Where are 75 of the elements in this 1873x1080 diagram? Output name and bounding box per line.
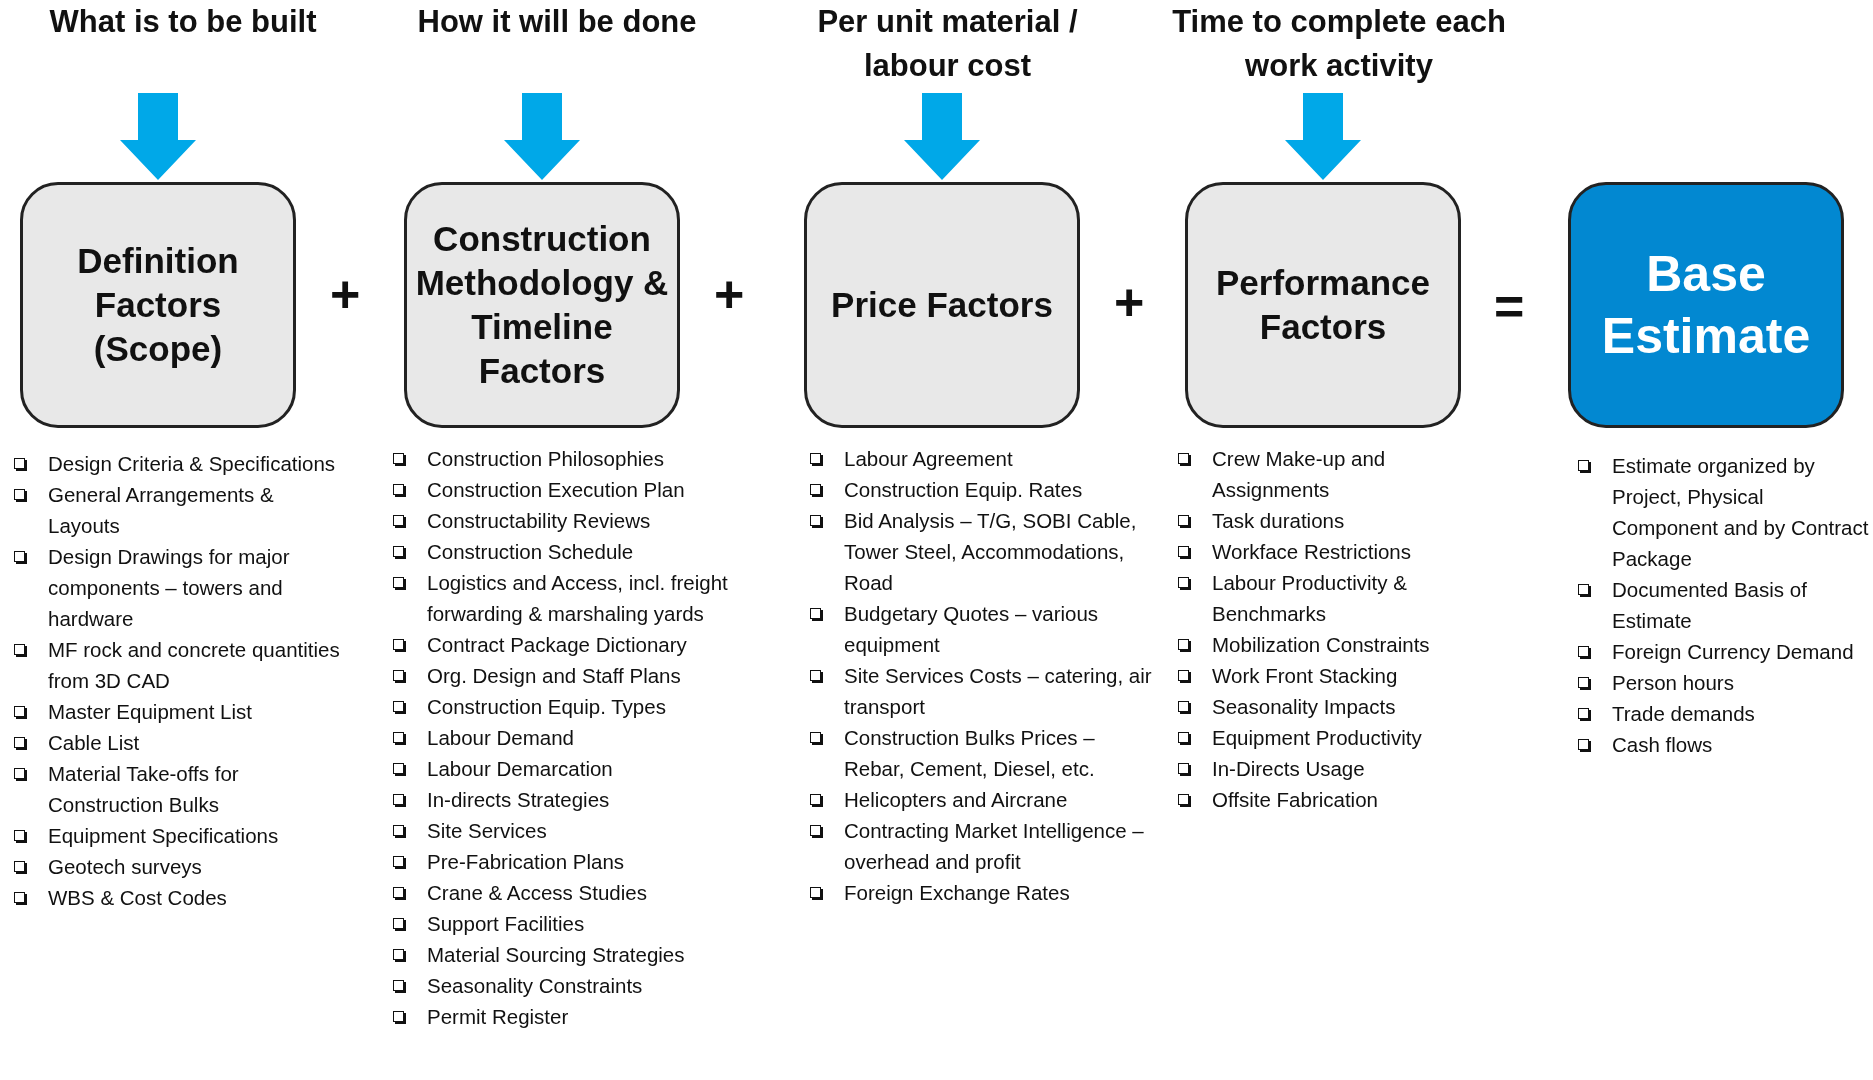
bullet-item: Construction Bulks Prices – Rebar, Cement, Diesel, etc. — [810, 722, 1155, 784]
bullet-item: Permit Register — [393, 1001, 743, 1032]
factor-box — [804, 182, 1080, 428]
bullet-item: Foreign Exchange Rates — [810, 877, 1155, 908]
bullet-item: Logistics and Access, incl. freight forwarding & marshaling yards — [393, 567, 743, 629]
bullet-item: Labour Demand — [393, 722, 743, 753]
bullet-item: Master Equipment List — [14, 696, 344, 727]
down-arrow — [120, 93, 196, 180]
bullet-item: Cable List — [14, 727, 344, 758]
bullet-item: Site Services — [393, 815, 743, 846]
bullet-item: Offsite Fabrication — [1178, 784, 1488, 815]
bullet-item: Person hours — [1578, 667, 1873, 698]
operator-sign: + — [1114, 276, 1145, 328]
bullet-item: In-directs Strategies — [393, 784, 743, 815]
box-title: Base Estimate — [1600, 245, 1812, 366]
bullet-item: Bid Analysis – T/G, SOBI Cable, Tower Steel, Accommodations, Road — [810, 505, 1155, 598]
bullet-item: MF rock and concrete quantities from 3D CAD — [14, 634, 344, 696]
bullet-item: General Arrangements & Layouts — [14, 479, 344, 541]
column-heading: How it will be done — [417, 3, 697, 41]
bullet-item: Equipment Specifications — [14, 820, 344, 851]
bullet-item: Estimate organized by Project, Physical Component and by Contract Package — [1578, 450, 1873, 574]
bullet-item: Seasonality Impacts — [1178, 691, 1488, 722]
bullet-item: Labour Productivity & Benchmarks — [1178, 567, 1488, 629]
bullet-item: Crane & Access Studies — [393, 877, 743, 908]
down-arrow — [1285, 93, 1361, 180]
bullet-item: In-Directs Usage — [1178, 753, 1488, 784]
box-title: Price Factors — [830, 284, 1054, 326]
bullet-item: Design Drawings for major components – towers and hardware — [14, 541, 344, 634]
bullet-item: Construction Equip. Rates — [810, 474, 1155, 505]
bullet-item: Trade demands — [1578, 698, 1873, 729]
box-title: Construction Methodology & Timeline Factors — [414, 218, 670, 392]
bullet-item: Equipment Productivity — [1178, 722, 1488, 753]
bullet-item: Material Sourcing Strategies — [393, 939, 743, 970]
bullet-item: WBS & Cost Codes — [14, 882, 344, 913]
bullet-item: Contract Package Dictionary — [393, 629, 743, 660]
box-title: Performance Factors — [1215, 262, 1431, 348]
bullet-item: Geotech surveys — [14, 851, 344, 882]
bullet-item: Helicopters and Aircrane — [810, 784, 1155, 815]
bullet-item: Documented Basis of Estimate — [1578, 574, 1873, 636]
operator-sign: = — [1494, 280, 1525, 332]
bullet-item: Org. Design and Staff Plans — [393, 660, 743, 691]
bullet-item: Construction Execution Plan — [393, 474, 743, 505]
bullet-item: Budgetary Quotes – various equipment — [810, 598, 1155, 660]
down-arrow — [904, 93, 980, 180]
bullet-item: Support Facilities — [393, 908, 743, 939]
bullet-item: Construction Schedule — [393, 536, 743, 567]
result-box — [1568, 182, 1844, 428]
bullet-item: Construction Equip. Types — [393, 691, 743, 722]
bullet-item: Seasonality Constraints — [393, 970, 743, 1001]
bullet-item: Design Criteria & Specifications — [14, 448, 344, 479]
bullet-item: Workface Restrictions — [1178, 536, 1488, 567]
factor-box — [20, 182, 296, 428]
operator-sign: + — [714, 268, 745, 320]
box-title: Definition Factors (Scope) — [76, 240, 240, 370]
column-heading: What is to be built — [49, 3, 317, 41]
bullet-item: Constructability Reviews — [393, 505, 743, 536]
bullet-item: Labour Demarcation — [393, 753, 743, 784]
operator-sign: + — [330, 268, 361, 320]
bullet-item: Foreign Currency Demand — [1578, 636, 1873, 667]
factor-box — [404, 182, 680, 428]
bullet-item: Contracting Market Intelligence – overhead and profit — [810, 815, 1155, 877]
factor-box — [1185, 182, 1461, 428]
column-heading: Per unit material / labour cost — [816, 3, 1079, 85]
bullet-item: Material Take-offs for Construction Bulks — [14, 758, 344, 820]
bullet-item: Mobilization Constraints — [1178, 629, 1488, 660]
bullet-item: Cash flows — [1578, 729, 1873, 760]
bullet-item: Labour Agreement — [810, 443, 1155, 474]
bullet-item: Work Front Stacking — [1178, 660, 1488, 691]
bullet-item: Task durations — [1178, 505, 1488, 536]
bullet-item: Pre-Fabrication Plans — [393, 846, 743, 877]
down-arrow — [504, 93, 580, 180]
column-heading: Time to complete each work activity — [1171, 3, 1507, 85]
bullet-item: Crew Make-up and Assignments — [1178, 443, 1488, 505]
bullet-item: Site Services Costs – catering, air transport — [810, 660, 1155, 722]
bullet-item: Construction Philosophies — [393, 443, 743, 474]
